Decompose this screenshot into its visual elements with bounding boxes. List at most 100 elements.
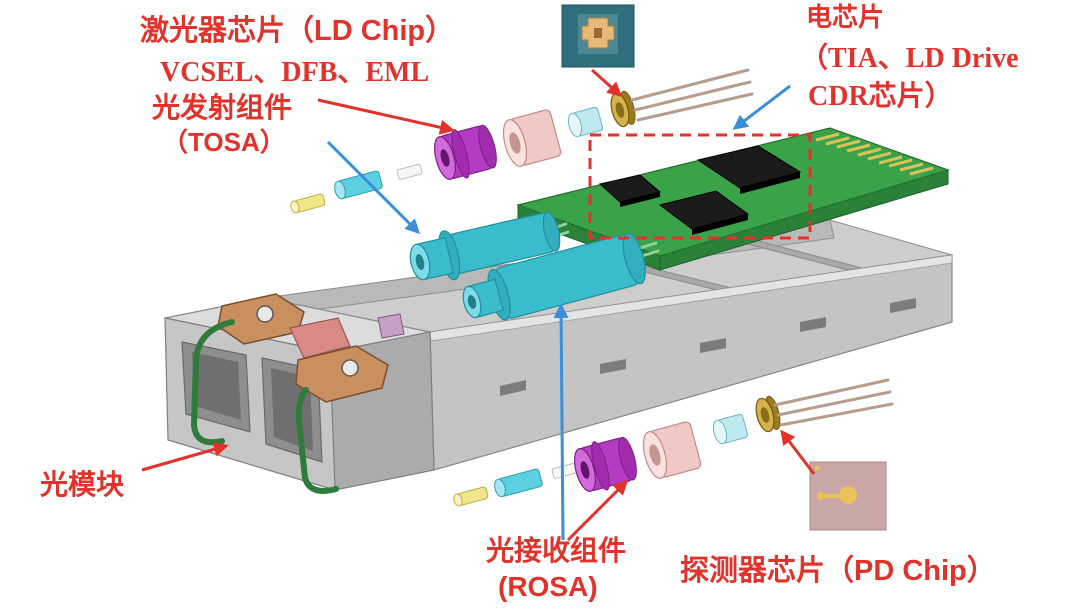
pd-chip-photo [809,461,887,531]
ld-chip-types-label: VCSEL、DFB、EML [160,57,430,88]
ferrule-stub-face [453,493,463,507]
ceramic-ferrule-body [396,163,423,180]
arrow-electronic-chip-label [732,84,791,130]
ferrule-stub-face [290,200,300,214]
rosa-abbr-label: (ROSA) [498,571,598,602]
ld-chip-label: 激光器芯片（LD Chip） [140,15,455,47]
rosa-to-can [755,395,781,433]
sleeve-face [494,478,506,498]
osa-lead [638,241,658,250]
pd-chip-active-area [839,486,857,504]
latch-spring-block [289,317,351,359]
assembled-tosa [409,211,561,281]
rosa-adjust-ring [642,421,702,479]
gold-fingers [815,132,934,176]
gold-finger [909,166,934,176]
chip-side [620,192,660,207]
housing-slot [800,317,826,332]
electronic-chip-types-label-1: （TIA、LD Drive [800,43,1019,74]
rosa-ceramic-ferrule [551,462,578,479]
electronic-chip-label: 电芯片 [806,3,885,32]
rosa-receptacle-part [574,436,637,492]
gold-finger [815,132,840,142]
receptacle-hole [580,461,590,479]
electronic-chip-small [598,174,662,203]
tosa-to-can [610,90,636,128]
gold-finger [878,155,903,165]
gold-finger [867,151,892,161]
to-can-window [760,407,770,423]
to-can-pin [630,68,750,102]
housing-slot [890,298,916,313]
screw-lower [341,359,359,377]
latch-lower [295,345,389,403]
to-can-pin [776,390,892,417]
tosa-lens-cap [567,106,604,138]
pd-chip-bond-pad [817,492,825,500]
housing-slot [500,380,526,396]
tosa-ceramic-ferrule [396,163,423,180]
receptacle-back [478,124,497,169]
chip-side [692,214,748,235]
electronic-chip-medium [658,190,750,230]
to-can-pin [636,92,754,122]
tosa-adjust-ring [502,109,562,167]
tosa-ferrule-stub [290,193,326,214]
osa-lead [640,249,660,258]
rosa-ferrule-stub [453,486,489,507]
pd-chip-label: 探测器芯片（PD Chip） [680,555,996,587]
sleeve-face [334,180,346,200]
electronic-chip-highlight-box [588,133,812,240]
pd-chip-corner-dot [814,465,820,471]
receptacle-hole [440,149,450,167]
small-latch-part [377,313,405,339]
rosa-back-cap [622,232,646,285]
gold-finger [825,136,850,146]
arrow-pd-chip-photo-to-to-can [780,429,816,475]
receptacle-ring [591,441,610,491]
tosa-sleeve [334,170,383,200]
housing-slot [600,359,626,374]
ld-chip-photo [561,4,635,68]
lens-cap-face [567,112,583,138]
tosa-receptacle-hole [415,254,425,270]
rosa-sleeve [494,468,543,498]
receptacle-back [618,436,637,481]
gold-finger [888,158,913,168]
to-can-window [615,102,625,118]
rosa-receptacle-hole [467,295,477,309]
gold-finger [899,162,924,172]
gold-finger [857,147,882,157]
tosa-back-cap [542,211,561,252]
chip-side [740,172,800,194]
assembled-rosa [462,232,646,321]
arrow-rosa-label-to-osa [553,303,569,541]
ld-chip-core [594,28,602,38]
gold-finger [836,139,861,149]
tosa-name-label: 光发射组件 [152,92,293,123]
arrow-ld-chip-to-tosa-part [317,98,455,135]
arrow-rosa-label-to-part [566,479,629,542]
arrow-ld-chip-photo-to-to-can [591,68,623,97]
rosa-lens-cap [712,413,749,445]
gold-finger [846,143,871,153]
adjust-ring-hole [649,444,661,466]
arrow-tosa-label-to-osa [326,140,421,235]
tosa-receptacle-part [434,124,497,180]
tosa-abbr-label: （TOSA） [162,127,286,157]
port-opening-left-inner [192,352,241,420]
ceramic-ferrule-body [551,462,578,479]
rosa-name-label: 光接收组件 [486,535,627,566]
bail-wire-left [190,319,235,446]
rosa-exploded-parts [453,378,894,507]
arrow-module-label [141,442,229,472]
adjust-ring-hole [509,132,521,154]
bail-wire-right [295,387,339,494]
to-can-pin [773,378,890,407]
to-can-pin [779,402,894,427]
screw-upper [256,305,274,323]
electronic-chip-large [696,145,802,189]
optical-module-label: 光模块 [40,469,125,500]
tosa-exploded-parts [290,68,754,214]
